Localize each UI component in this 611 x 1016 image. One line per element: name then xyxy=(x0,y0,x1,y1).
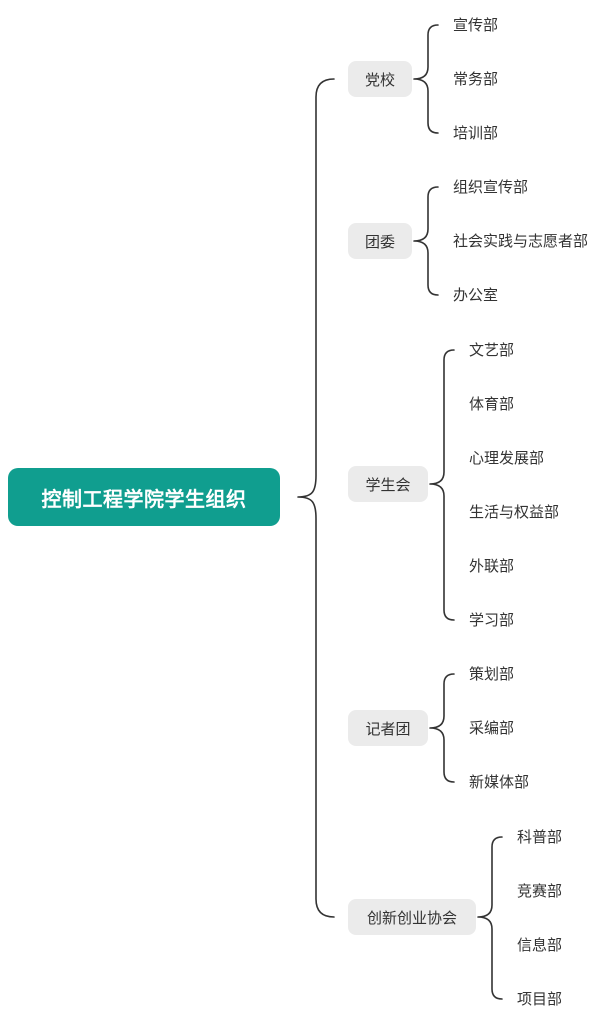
leaf-node[interactable]: 生活与权益部 xyxy=(469,503,560,521)
branch-node-dangxiao[interactable]: 党校 xyxy=(348,61,412,97)
leaf-node[interactable]: 培训部 xyxy=(453,124,499,142)
root-connector xyxy=(297,78,335,918)
branch-connector-dangxiao xyxy=(413,24,439,134)
leaf-node[interactable]: 常务部 xyxy=(453,70,499,88)
branch-connector-jizhetuan xyxy=(429,673,455,783)
leaf-node[interactable]: 社会实践与志愿者部 xyxy=(453,232,589,250)
leaf-node[interactable]: 体育部 xyxy=(469,395,515,413)
leaf-node[interactable]: 学习部 xyxy=(469,611,515,629)
branch-node-jizhetuan[interactable]: 记者团 xyxy=(348,710,428,746)
leaf-node[interactable]: 心理发展部 xyxy=(469,449,545,467)
branch-node-xueshenghui[interactable]: 学生会 xyxy=(348,466,428,502)
leaf-node[interactable]: 竞赛部 xyxy=(517,882,563,900)
leaf-node[interactable]: 采编部 xyxy=(469,719,515,737)
leaf-node[interactable]: 新媒体部 xyxy=(469,773,530,791)
leaf-node[interactable]: 文艺部 xyxy=(469,341,515,359)
leaf-node[interactable]: 项目部 xyxy=(517,990,563,1008)
leaf-node[interactable]: 科普部 xyxy=(517,828,563,846)
branch-connector-chuangxin xyxy=(477,836,503,1000)
branch-node-tuanwei[interactable]: 团委 xyxy=(348,223,412,259)
leaf-node[interactable]: 组织宣传部 xyxy=(453,178,529,196)
leaf-node[interactable]: 宣传部 xyxy=(453,16,499,34)
branch-node-chuangxin[interactable]: 创新创业协会 xyxy=(348,899,476,935)
leaf-node[interactable]: 策划部 xyxy=(469,665,515,683)
branch-connector-tuanwei xyxy=(413,186,439,296)
leaf-node[interactable]: 办公室 xyxy=(453,286,499,304)
branch-connector-xueshenghui xyxy=(429,349,455,621)
leaf-node[interactable]: 信息部 xyxy=(517,936,563,954)
leaf-node[interactable]: 外联部 xyxy=(469,557,515,575)
root-node[interactable]: 控制工程学院学生组织 xyxy=(8,468,280,526)
